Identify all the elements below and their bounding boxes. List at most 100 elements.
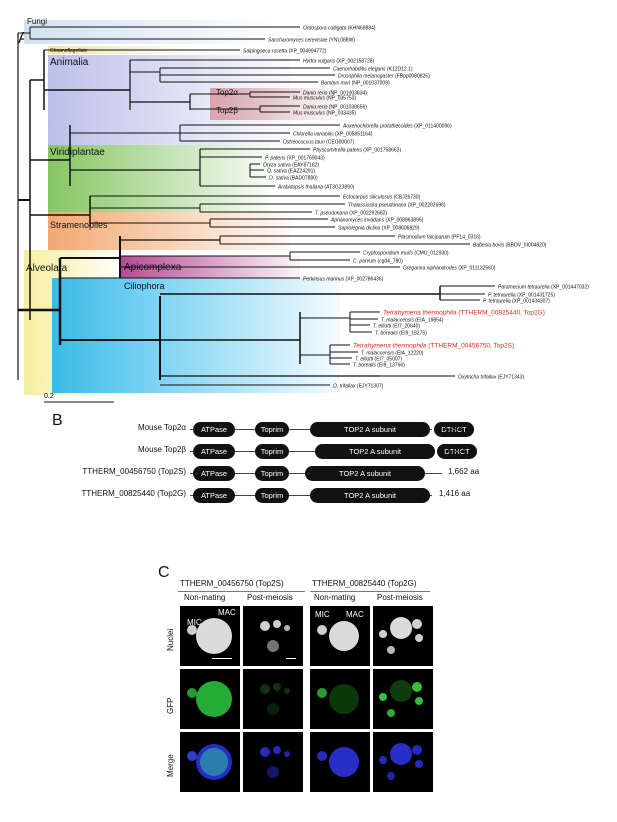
domain-pill: ATPase — [193, 488, 235, 503]
micrograph — [310, 732, 370, 792]
micrograph-image — [379, 743, 423, 780]
domain-row-label: Mouse Top2β — [137, 445, 186, 454]
scale-bar-label: 0.2 — [44, 393, 54, 400]
nucleus-blob — [260, 684, 270, 694]
taxon-label: Danio rerio (NP_001003834) — [303, 91, 367, 97]
domain-pill: Toprim — [255, 422, 289, 437]
mac-label: MAC — [218, 608, 236, 617]
nucleus-blob — [412, 619, 422, 629]
domain-pill: ATPase — [193, 466, 235, 481]
nucleus-blob — [260, 747, 270, 757]
taxon-label: Perkinsus marinus (XP_002786436) — [303, 277, 384, 283]
clade-label-choano: Choanoflagellate — [50, 48, 88, 54]
taxon-label: Drosophila melanogaster (FBpp0080825) — [338, 74, 430, 80]
nucleus-blob — [317, 688, 327, 698]
taxon-label: Saprolegnia diclina (XP_008606829) — [338, 226, 420, 232]
protein-length: 1,416 aa — [439, 489, 471, 498]
protein-length: 1,662 aa — [448, 467, 480, 476]
taxon-label: T. borealis (EI9_18275) — [375, 331, 427, 337]
taxon-label: O. trifallax (EJY71307) — [333, 384, 384, 390]
taxon-label: P. tetraurelia (XP_001431725) — [488, 293, 555, 299]
clade-label-alveolata: Alveolata — [26, 263, 68, 274]
taxon-label: Mus musculus (NP_033435) — [293, 111, 356, 117]
taxon-label: Ostreococcus tauri (CEG00007) — [283, 140, 354, 146]
micrograph-image — [187, 744, 232, 780]
taxon-label: Bombyx mori (NP_001037009) — [321, 81, 390, 87]
scale-bar — [286, 658, 296, 659]
nucleus-blob — [387, 709, 395, 717]
taxon-label: Oryza sativa (EAY87182) — [263, 163, 319, 169]
taxon-label: Tetrahymena thermophila (TTHERM_00825440… — [383, 310, 545, 317]
clade-label-stramenopiles: Stramenopiles — [50, 220, 108, 230]
micrograph — [243, 669, 303, 729]
nucleus-blob — [196, 618, 232, 654]
protein-line — [190, 451, 435, 452]
taxon-label: O. sativa (EAZ24291) — [267, 169, 315, 175]
nucleus-blob — [187, 688, 197, 698]
mic-label: MIC — [187, 618, 202, 627]
domain-pill: TOP2 A subunit — [305, 466, 425, 481]
nucleus-blob — [273, 620, 281, 628]
mac-label: MAC — [346, 610, 364, 619]
micrograph — [373, 606, 433, 666]
nucleus-blob — [379, 756, 387, 764]
nucleus-blob — [387, 646, 395, 654]
domain-pill: TOP2 A subunit — [315, 444, 435, 459]
group-underline — [310, 591, 430, 592]
taxon-label: Aphanomyces invadans (XP_008863896) — [330, 218, 424, 224]
nucleus-blob — [329, 684, 359, 714]
condition-header: Non-mating — [314, 593, 356, 602]
domain-pill: TOP2 A subunit — [310, 488, 430, 503]
micrograph — [373, 732, 433, 792]
nucleus-blob — [415, 697, 423, 705]
condition-header: Post-meiosis — [247, 593, 293, 602]
micrograph-image — [317, 684, 359, 714]
nucleus-blob — [260, 621, 270, 631]
domain-pill: Toprim — [255, 466, 289, 481]
micrograph — [180, 606, 240, 666]
micrograph — [310, 606, 370, 666]
domain-pill: ATPase — [193, 422, 235, 437]
taxon-label: Ectocarpus siliculosus (CBJ26730) — [343, 195, 421, 201]
taxon-label: P. tetraurelia (XP_001434307) — [483, 299, 550, 305]
taxon-label: T. elliotti (EI7_05007) — [355, 357, 402, 363]
micrograph-image — [317, 621, 359, 651]
micrograph-image — [187, 618, 232, 654]
micrograph-image — [317, 747, 359, 777]
nucleus-blob — [317, 751, 327, 761]
taxon-label: Gregarina niphandrodes (XP_011132560) — [403, 266, 496, 272]
domain-row-label: TTHERM_00825440 (Top2G) — [81, 489, 187, 498]
nucleus-blob — [412, 745, 422, 755]
clade-label-top2a: Top2α — [216, 88, 238, 97]
taxon-label: Thalassiosira pseudonana (XP_002292696) — [348, 203, 446, 209]
nucleus-blob — [415, 634, 423, 642]
micrograph — [180, 669, 240, 729]
scale-bar — [212, 658, 232, 659]
nucleus-blob — [390, 617, 412, 639]
micrograph-image — [260, 620, 290, 652]
condition-header: Post-meiosis — [377, 593, 423, 602]
nucleus-blob — [415, 760, 423, 768]
domain-pill: ATPase — [193, 444, 235, 459]
domain-pill: Toprim — [255, 444, 289, 459]
domain-pill: DTHCT — [434, 422, 474, 437]
taxon-label: Hydra vulgaris (XP_002158728) — [303, 59, 375, 65]
group-header: TTHERM_00456750 (Top2S) — [180, 579, 284, 588]
nucleus-blob — [273, 746, 281, 754]
taxon-label: Arabidopsis thaliana (AT3G23890) — [277, 185, 355, 191]
taxon-label: Auxenochlorella protothecoides (XP_01140… — [342, 124, 452, 130]
nucleus-blob — [329, 621, 359, 651]
nucleus-blob — [187, 625, 197, 635]
panel-a-letter: A — [18, 30, 29, 47]
taxon-label: Saccharomyces cerevisiae (YNL088W) — [268, 38, 355, 44]
phylogenetic-tree: Ordospora colligata (KHN69884)Saccharomy… — [17, 17, 589, 403]
nucleus-blob — [379, 693, 387, 701]
nucleus-blob — [412, 682, 422, 692]
fungi-band — [24, 20, 270, 44]
clade-label-animalia: Animalia — [50, 57, 89, 68]
nucleus-blob — [187, 751, 197, 761]
taxon-label: C. parvum (cgd4_780) — [353, 259, 403, 265]
viridiplantae-band — [48, 145, 270, 212]
group-header: TTHERM_00825440 (Top2G) — [312, 579, 417, 588]
taxon-label: Caenorhabditis elegans (K12D12.1) — [333, 67, 413, 73]
